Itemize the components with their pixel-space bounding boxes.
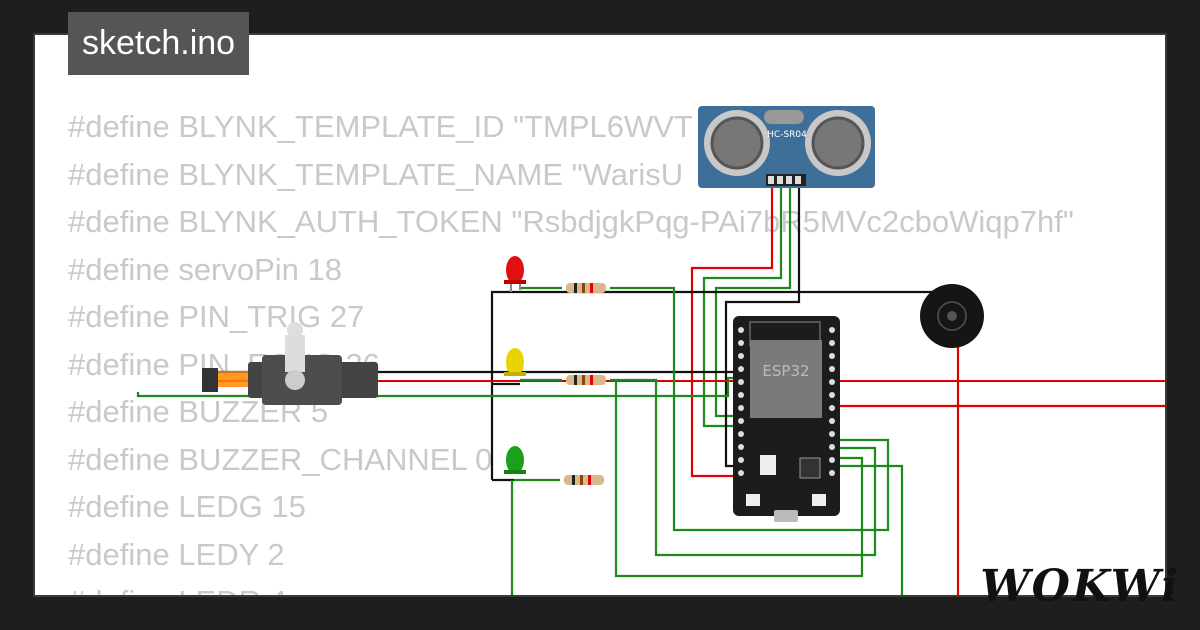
sensor-label: HC-SR04 xyxy=(767,130,807,140)
code-line: #define BUZZER_CHANNEL 0 xyxy=(68,441,493,477)
board-label: ESP32 xyxy=(762,362,809,380)
code-line: #define LEDY 2 xyxy=(68,536,285,572)
file-title-tag: sketch.ino xyxy=(68,12,250,75)
resistor[interactable] xyxy=(566,283,606,293)
code-line: #define BLYNK_TEMPLATE_NAME "WarisU xyxy=(68,156,684,192)
led-green[interactable] xyxy=(504,446,526,474)
code-line: #define BUZZER 5 xyxy=(68,394,329,429)
led-red[interactable] xyxy=(504,256,526,292)
code-line: #define servoPin 18 xyxy=(68,251,343,287)
code-line: #define LEDG 15 xyxy=(68,489,306,524)
code-line: #define BLYNK_TEMPLATE_ID "TMPL6WVT xyxy=(68,109,693,144)
resistor[interactable] xyxy=(564,475,604,485)
code-line: #define BLYNK_AUTH_TOKEN "RsbdjgkPqg-PAi… xyxy=(68,204,1074,239)
servo-motor[interactable] xyxy=(202,322,378,405)
led-yellow[interactable] xyxy=(504,348,526,376)
code-line: #define LEDR 4 xyxy=(68,578,1074,595)
buzzer[interactable] xyxy=(920,284,984,348)
wokwi-logo: WOKWi xyxy=(980,561,1180,612)
ultrasonic-sensor[interactable]: HC-SR04 xyxy=(698,106,875,188)
resistor[interactable] xyxy=(566,375,606,385)
code-preview: #define BLYNK_TEMPLATE_ID "TMPL6WVT #defi… xyxy=(68,103,1074,595)
esp32-board[interactable]: ESP32 xyxy=(733,316,840,522)
